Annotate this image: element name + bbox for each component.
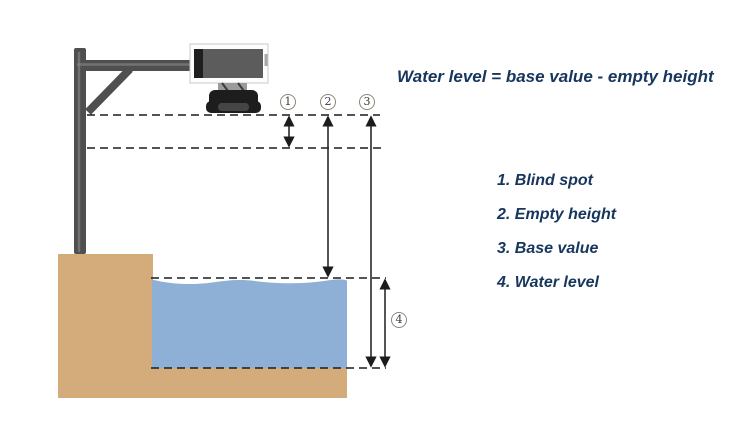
legend: 1. Blind spot 2. Empty height 3. Base va… [497,172,616,308]
legend-item-water-level: 4. Water level [497,274,599,291]
legend-item-empty-height: 2. Empty height [497,206,617,223]
marker-empty-height: 2 [320,94,336,110]
marker-water-level: 4 [391,312,407,328]
marker-blind-spot: 1 [280,94,296,110]
sensor-bracket [218,83,247,91]
mounting-pole [74,48,192,254]
ultrasonic-sensor [189,43,269,113]
water-body [152,279,347,368]
pole-brace [85,66,133,115]
legend-item-base-value: 3. Base value [497,240,599,257]
formula-text: Water level = base value - empty height [397,67,714,86]
legend-item-blind-spot: 1. Blind spot [497,172,593,189]
marker-base-value: 3 [359,94,375,110]
tank-ground [58,254,347,398]
